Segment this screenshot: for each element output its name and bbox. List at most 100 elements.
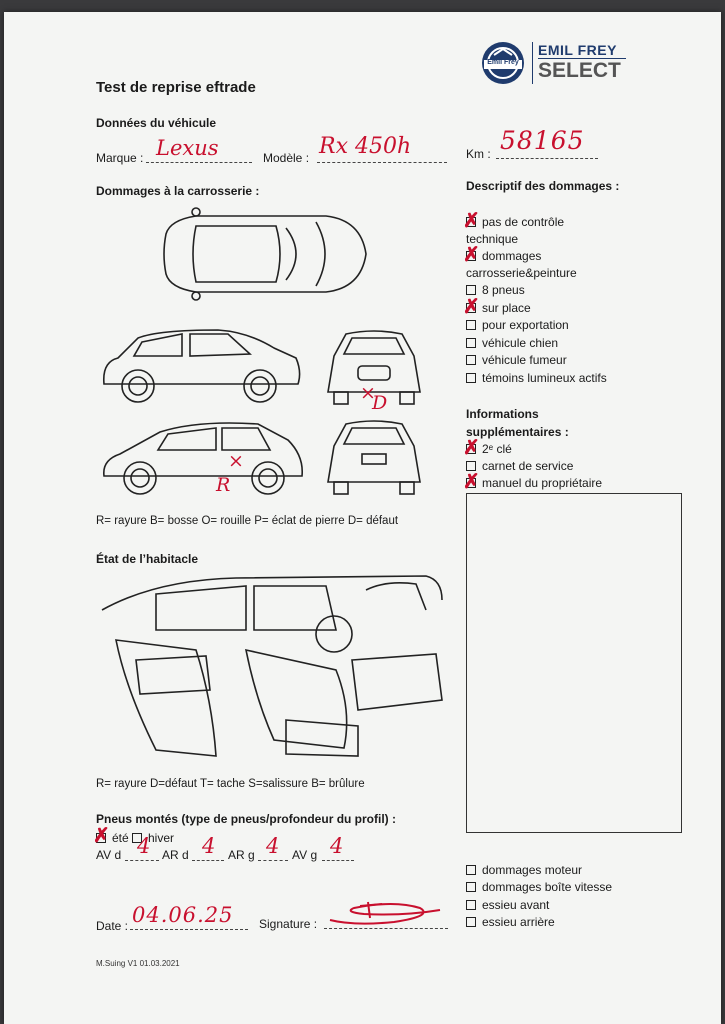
damage-checkbox[interactable]	[466, 373, 476, 383]
logo-emblem-icon	[482, 42, 524, 84]
damage-item-label: dommages carrosserie&peinture	[466, 249, 577, 280]
damage-item-label: véhicule chien	[482, 336, 559, 350]
mech-item-gearbox[interactable]: dommages boîte vitesse	[466, 880, 612, 894]
notes-box[interactable]	[466, 493, 682, 833]
form-title: Test de reprise eftrade	[96, 79, 256, 96]
damage-checkbox[interactable]	[466, 285, 476, 295]
damage-item-no-inspection[interactable]: pas de contrôle technique ✗	[463, 210, 586, 248]
tire-depth-ar-d-field[interactable]: 4	[192, 834, 224, 861]
damage-checkbox[interactable]	[466, 303, 476, 313]
tire-winter-label: hiver	[148, 831, 175, 845]
emil-frey-logo: Emil Frey	[480, 40, 526, 86]
signature-field[interactable]	[324, 901, 448, 929]
mech-item-label: essieu avant	[482, 898, 550, 912]
interior-heading: État de l’habitacle	[96, 552, 199, 566]
damage-item-label: sur place	[482, 301, 531, 315]
mech-checkbox[interactable]	[466, 865, 476, 875]
tire-depth-ar-d-label: AR d	[162, 848, 189, 862]
damage-item-label: pas de contrôle technique	[466, 215, 565, 246]
damage-item-bodywork[interactable]: dommages carrosserie&peinture ✗	[463, 245, 592, 282]
damage-item-export[interactable]: pour exportation	[466, 318, 569, 332]
info-checkbox[interactable]	[466, 444, 476, 454]
damage-check-icon: ✗	[463, 210, 480, 232]
mech-item-front-axle[interactable]: essieu avant	[466, 898, 549, 912]
tire-depth-ar-g-field[interactable]: 4	[258, 834, 288, 861]
tires-heading: Pneus montés (type de pneus/profondeur d…	[96, 812, 397, 826]
tire-depth-av-d-label: AV d	[96, 848, 122, 862]
damage-checkbox[interactable]	[466, 217, 476, 227]
damage-checkbox[interactable]	[466, 355, 476, 365]
footer-version: M.Suing V1 01.03.2021	[96, 959, 180, 968]
damage-check-icon: ✗	[463, 296, 480, 318]
tire-depth-av-g-label: AV g	[292, 848, 318, 862]
damage-item-tires[interactable]: 8 pneus	[466, 283, 525, 297]
mech-item-label: dommages moteur	[482, 863, 583, 877]
car-front-view-diagram	[327, 330, 421, 405]
modele-value: Rx 450h	[319, 134, 412, 159]
mech-checkbox[interactable]	[466, 882, 476, 892]
car-rear-view-diagram	[327, 420, 421, 495]
tire-depth-ar-g-label: AR g	[228, 848, 255, 862]
km-label: Km :	[466, 147, 491, 161]
km-field[interactable]: 58165	[496, 126, 598, 159]
marque-field[interactable]: Lexus	[146, 136, 252, 163]
info-item-label: 2ᵉ clé	[482, 442, 512, 456]
interior-diagram	[101, 575, 443, 757]
damage-item-on-site[interactable]: sur place ✗	[463, 297, 531, 317]
mech-item-label: dommages boîte vitesse	[482, 880, 613, 894]
info-item-service-book[interactable]: carnet de service	[466, 459, 573, 473]
info-check-icon: ✗	[463, 471, 480, 493]
signature-label: Signature :	[259, 917, 318, 931]
brand-divider	[532, 42, 533, 84]
form-sheet: Emil Frey EMIL FREY SELECT Test de repri…	[4, 12, 721, 1024]
car-top-view-diagram	[163, 207, 367, 301]
info-checkbox[interactable]	[466, 478, 476, 488]
signature-drawing	[329, 901, 441, 925]
damage-item-label: témoins lumineux actifs	[482, 371, 607, 385]
brand-line1: EMIL FREY	[538, 42, 617, 58]
damage-checkbox[interactable]	[466, 251, 476, 261]
bodywork-heading: Dommages à la carrosserie :	[96, 184, 260, 198]
info-checkbox[interactable]	[466, 461, 476, 471]
info-item-label: carnet de service	[482, 459, 574, 473]
tire-summer-option[interactable]: été ✗	[93, 826, 129, 846]
damage-item-label: pour exportation	[482, 318, 569, 332]
marque-label: Marque :	[96, 151, 144, 165]
info-item-second-key[interactable]: 2ᵉ clé ✗	[463, 438, 512, 458]
modele-label: Modèle :	[263, 151, 310, 165]
tire-depth-av-g-field[interactable]: 4	[322, 834, 354, 861]
car-side-left-diagram	[102, 329, 301, 403]
damages-heading: Descriptif des dommages :	[466, 179, 620, 193]
info-heading: Informations supplémentaires :	[466, 407, 569, 439]
damage-item-label: 8 pneus	[482, 283, 525, 297]
damage-item-dog[interactable]: véhicule chien	[466, 336, 558, 350]
mech-item-rear-axle[interactable]: essieu arrière	[466, 915, 555, 929]
modele-field[interactable]: Rx 450h	[317, 134, 447, 163]
date-label: Date :	[96, 919, 129, 933]
info-item-label: manuel du propriétaire	[482, 476, 603, 490]
km-value: 58165	[500, 126, 585, 155]
tire-winter-checkbox[interactable]	[132, 833, 142, 843]
info-check-icon: ✗	[463, 437, 480, 459]
mech-checkbox[interactable]	[466, 917, 476, 927]
mech-checkbox[interactable]	[466, 900, 476, 910]
date-value: 04.06.25	[132, 903, 234, 927]
damage-item-smoker[interactable]: véhicule fumeur	[466, 353, 567, 367]
tire-summer-check-icon: ✗	[93, 825, 110, 847]
damage-checkbox[interactable]	[466, 338, 476, 348]
mech-item-engine[interactable]: dommages moteur	[466, 863, 582, 877]
interior-legend: R= rayure D=défaut T= tache S=salissure …	[96, 778, 365, 790]
car-side-right-diagram	[103, 422, 304, 495]
damage-checkbox[interactable]	[466, 320, 476, 330]
damage-item-label: véhicule fumeur	[482, 353, 567, 367]
tire-summer-label: été	[112, 831, 129, 845]
tire-depth-av-d-field[interactable]: 4	[125, 834, 159, 861]
brand-rule	[538, 58, 626, 59]
tire-summer-checkbox[interactable]	[96, 833, 106, 843]
info-item-owner-manual[interactable]: manuel du propriétaire ✗	[463, 472, 603, 492]
tire-winter-option[interactable]: hiver	[132, 831, 174, 845]
logo-text: Emil Frey	[487, 59, 519, 66]
date-field[interactable]: 04.06.25	[130, 903, 248, 930]
damage-item-warning-lights[interactable]: témoins lumineux actifs	[466, 371, 607, 385]
